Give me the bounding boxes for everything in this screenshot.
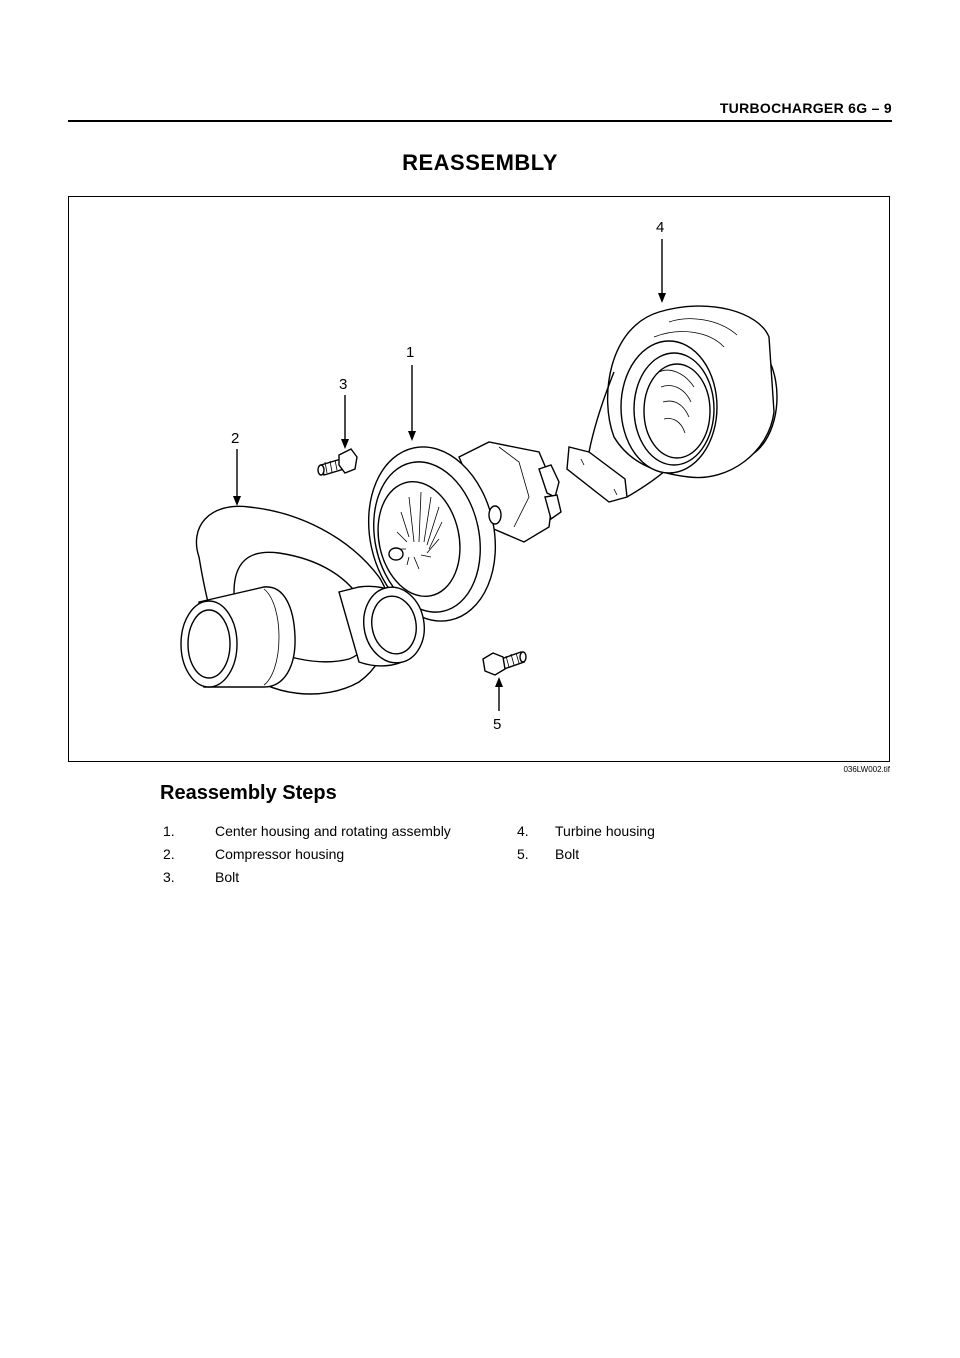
step-label: Center housing and rotating assembly (215, 823, 451, 839)
compressor-inlet-rim (180, 600, 238, 688)
bolt-upper-drawing (317, 448, 358, 476)
step-label: Bolt (215, 869, 240, 885)
page-title: REASSEMBLY (402, 150, 558, 175)
compressor-housing-drawing (180, 505, 425, 695)
header-rule (68, 120, 892, 122)
callout-2: 2 (231, 430, 239, 447)
compressor-wheel-bore (377, 480, 461, 598)
step-label: Bolt (555, 846, 580, 862)
step-label: Compressor housing (215, 846, 345, 862)
callout-1: 1 (406, 344, 414, 361)
bolt-lower-head (482, 652, 506, 676)
figure-filename: 036LW002.tif (843, 765, 890, 774)
center-housing-drawing (367, 441, 562, 622)
callout-5: 5 (493, 716, 501, 733)
step-label: Turbine housing (555, 823, 655, 839)
turbine-flange (566, 446, 628, 503)
bolt-lower-drawing (482, 651, 527, 676)
callout-leaders (233, 239, 666, 711)
running-header: TURBOCHARGER 6G – 9 (719, 100, 892, 116)
bolt-upper-head (338, 448, 358, 474)
step-number: 1. (163, 823, 175, 839)
step-number: 3. (163, 869, 175, 885)
callout-3: 3 (339, 376, 347, 393)
turbine-housing-drawing (566, 305, 778, 503)
compressor-wheel-blades (396, 491, 443, 570)
callout-4: 4 (656, 219, 664, 236)
exploded-view-figure: 4 1 3 2 5 (68, 196, 890, 762)
step-number: 4. (517, 823, 529, 839)
shaft-nut (388, 547, 404, 561)
step-number: 2. (163, 846, 175, 862)
turbocharger-exploded-drawing: 4 1 3 2 5 (180, 219, 778, 733)
step-number: 5. (517, 846, 529, 862)
steps-heading: Reassembly Steps (160, 782, 337, 804)
